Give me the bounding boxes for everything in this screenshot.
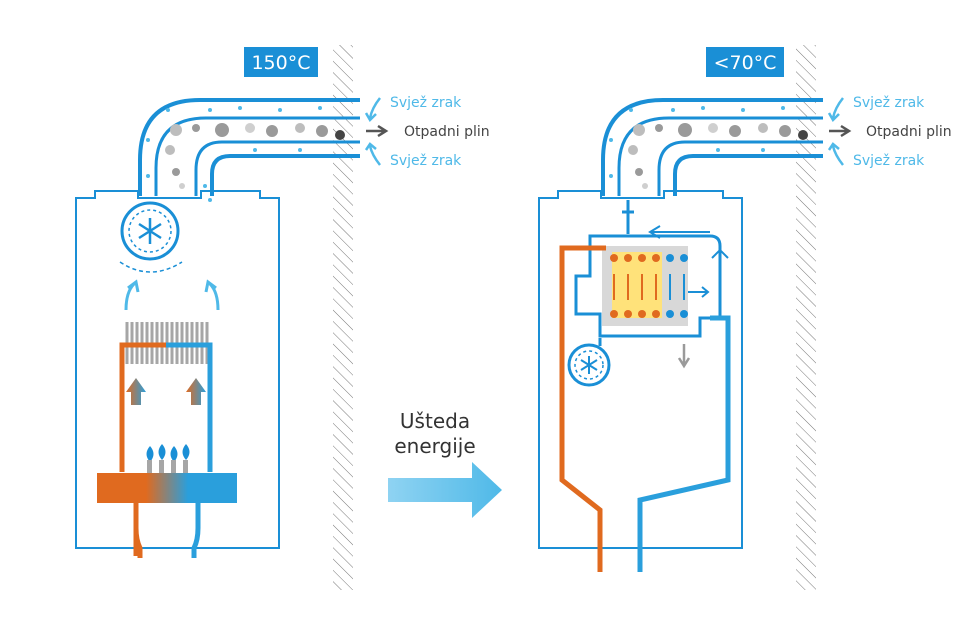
right-boiler-casing xyxy=(538,190,743,549)
right-fan-icon xyxy=(567,338,611,387)
left-hot-air-arrow-right-icon xyxy=(204,279,220,311)
left-panel: 150°C xyxy=(75,45,490,590)
right-fresh-air-top-icon xyxy=(827,97,844,123)
right-fresh-air-top-label: Svjež zrak xyxy=(853,95,925,111)
right-panel: <70°C Svjež zrak xyxy=(538,45,952,590)
right-exhaust-arrow-icon xyxy=(829,124,852,138)
left-temperature-label: 150°C xyxy=(251,52,310,74)
right-water-loop-hot xyxy=(559,245,606,572)
left-exhaust-arrow-icon xyxy=(366,124,389,138)
left-flue-pipe xyxy=(138,98,360,196)
right-temperature-label: <70°C xyxy=(714,52,777,74)
left-flue-particles xyxy=(146,106,345,202)
energy-saving-indicator: Ušteda energije xyxy=(388,409,502,518)
right-flue-pipe xyxy=(601,98,823,196)
left-burner-flames-icon xyxy=(146,444,190,474)
energy-saving-line1: Ušteda xyxy=(400,409,470,433)
right-exhaust-label: Otpadni plin xyxy=(866,124,952,140)
right-fresh-air-bottom-icon xyxy=(827,142,844,166)
left-wall xyxy=(333,45,353,590)
left-heat-arrow-right-icon xyxy=(186,378,206,405)
left-temperature-badge: 150°C xyxy=(244,47,318,77)
left-water-loop-cold xyxy=(166,342,213,472)
energy-saving-arrow-icon xyxy=(388,462,502,518)
left-hot-air-arrow-left-icon xyxy=(124,279,140,311)
left-fresh-air-bottom-icon xyxy=(364,142,381,166)
right-condensing-heat-exchanger xyxy=(574,225,729,369)
right-flue-particles xyxy=(609,106,808,189)
left-heat-arrow-left-icon xyxy=(126,378,146,405)
left-boiler-casing xyxy=(75,190,280,549)
left-exhaust-label: Otpadni plin xyxy=(404,124,490,140)
left-fan-icon xyxy=(119,201,183,273)
energy-saving-line2: energije xyxy=(394,434,475,458)
left-burner-bar xyxy=(97,473,237,503)
left-fresh-air-top-label: Svjež zrak xyxy=(390,95,462,111)
left-fresh-air-top-icon xyxy=(364,97,381,123)
left-fresh-air-bottom-label: Svjež zrak xyxy=(390,153,462,169)
right-water-loop-cold xyxy=(637,315,731,572)
right-temperature-badge: <70°C xyxy=(706,47,784,77)
right-wall xyxy=(796,45,816,590)
right-fresh-air-bottom-label: Svjež zrak xyxy=(853,153,925,169)
